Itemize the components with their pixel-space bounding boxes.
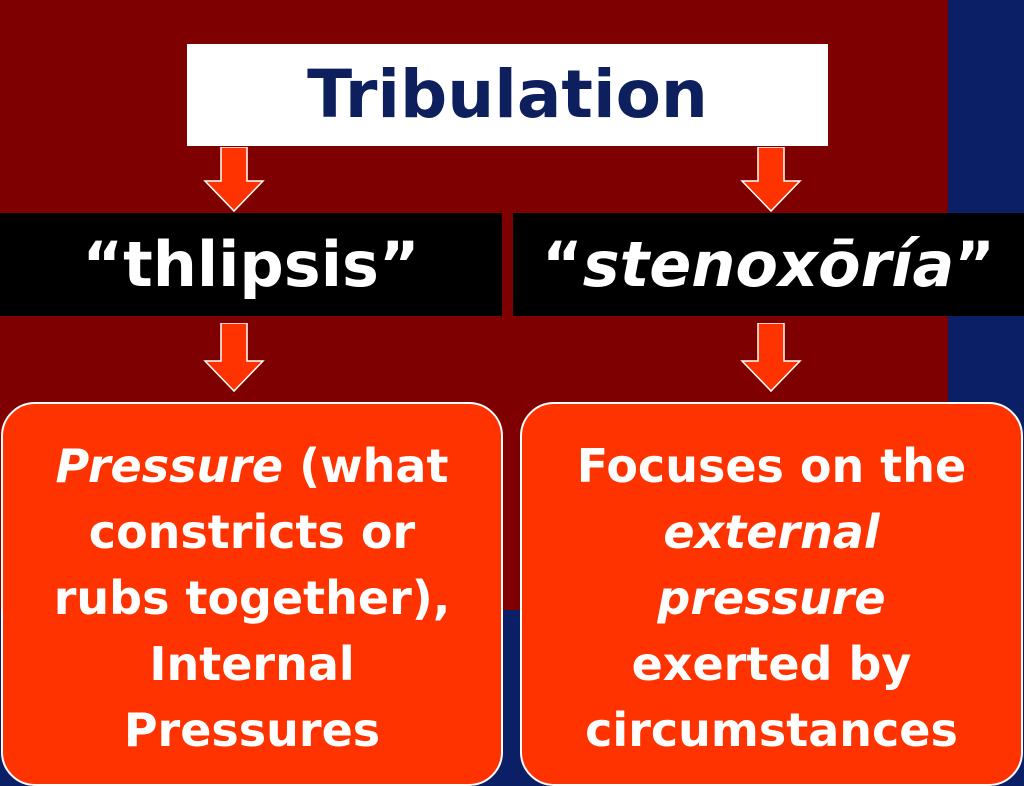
card-line: pressure [657,571,886,625]
card-line: circumstances [585,703,958,757]
card-thlipsis-definition: Pressure (what constricts or rubs togeth… [1,402,503,786]
arrow-down-icon [740,323,802,393]
term-thlipsis-label: “thlipsis” [82,227,420,301]
card-emphasis: Pressure [55,439,284,493]
card-line: exerted by [631,637,912,691]
card-line: Pressure (what [3,433,501,499]
card-line: Internal [149,637,355,691]
term-stenoxoria-close-quote: ” [954,227,996,301]
card-stenoxoria-definition: Focuses on the external pressure exerted… [520,402,1023,786]
arrow-down-icon [203,323,265,393]
card-line: rubs together), [53,571,451,625]
card-line: Focuses on the [576,439,967,493]
arrow-down-icon [203,147,265,213]
term-stenoxoria-word: stenoxōría [582,227,955,301]
card-text: (what [283,439,449,493]
arrow-down-icon [740,147,802,213]
term-stenoxoria-open-quote: “ [541,227,583,301]
card-line: constricts or [88,505,416,559]
term-thlipsis: “thlipsis” [0,213,502,316]
title-box: Tribulation [187,44,828,146]
card-line: external [663,505,880,559]
page-title: Tribulation [307,56,708,133]
term-stenoxoria: “stenoxōría” [513,213,1024,316]
card-line: Pressures [123,703,381,757]
